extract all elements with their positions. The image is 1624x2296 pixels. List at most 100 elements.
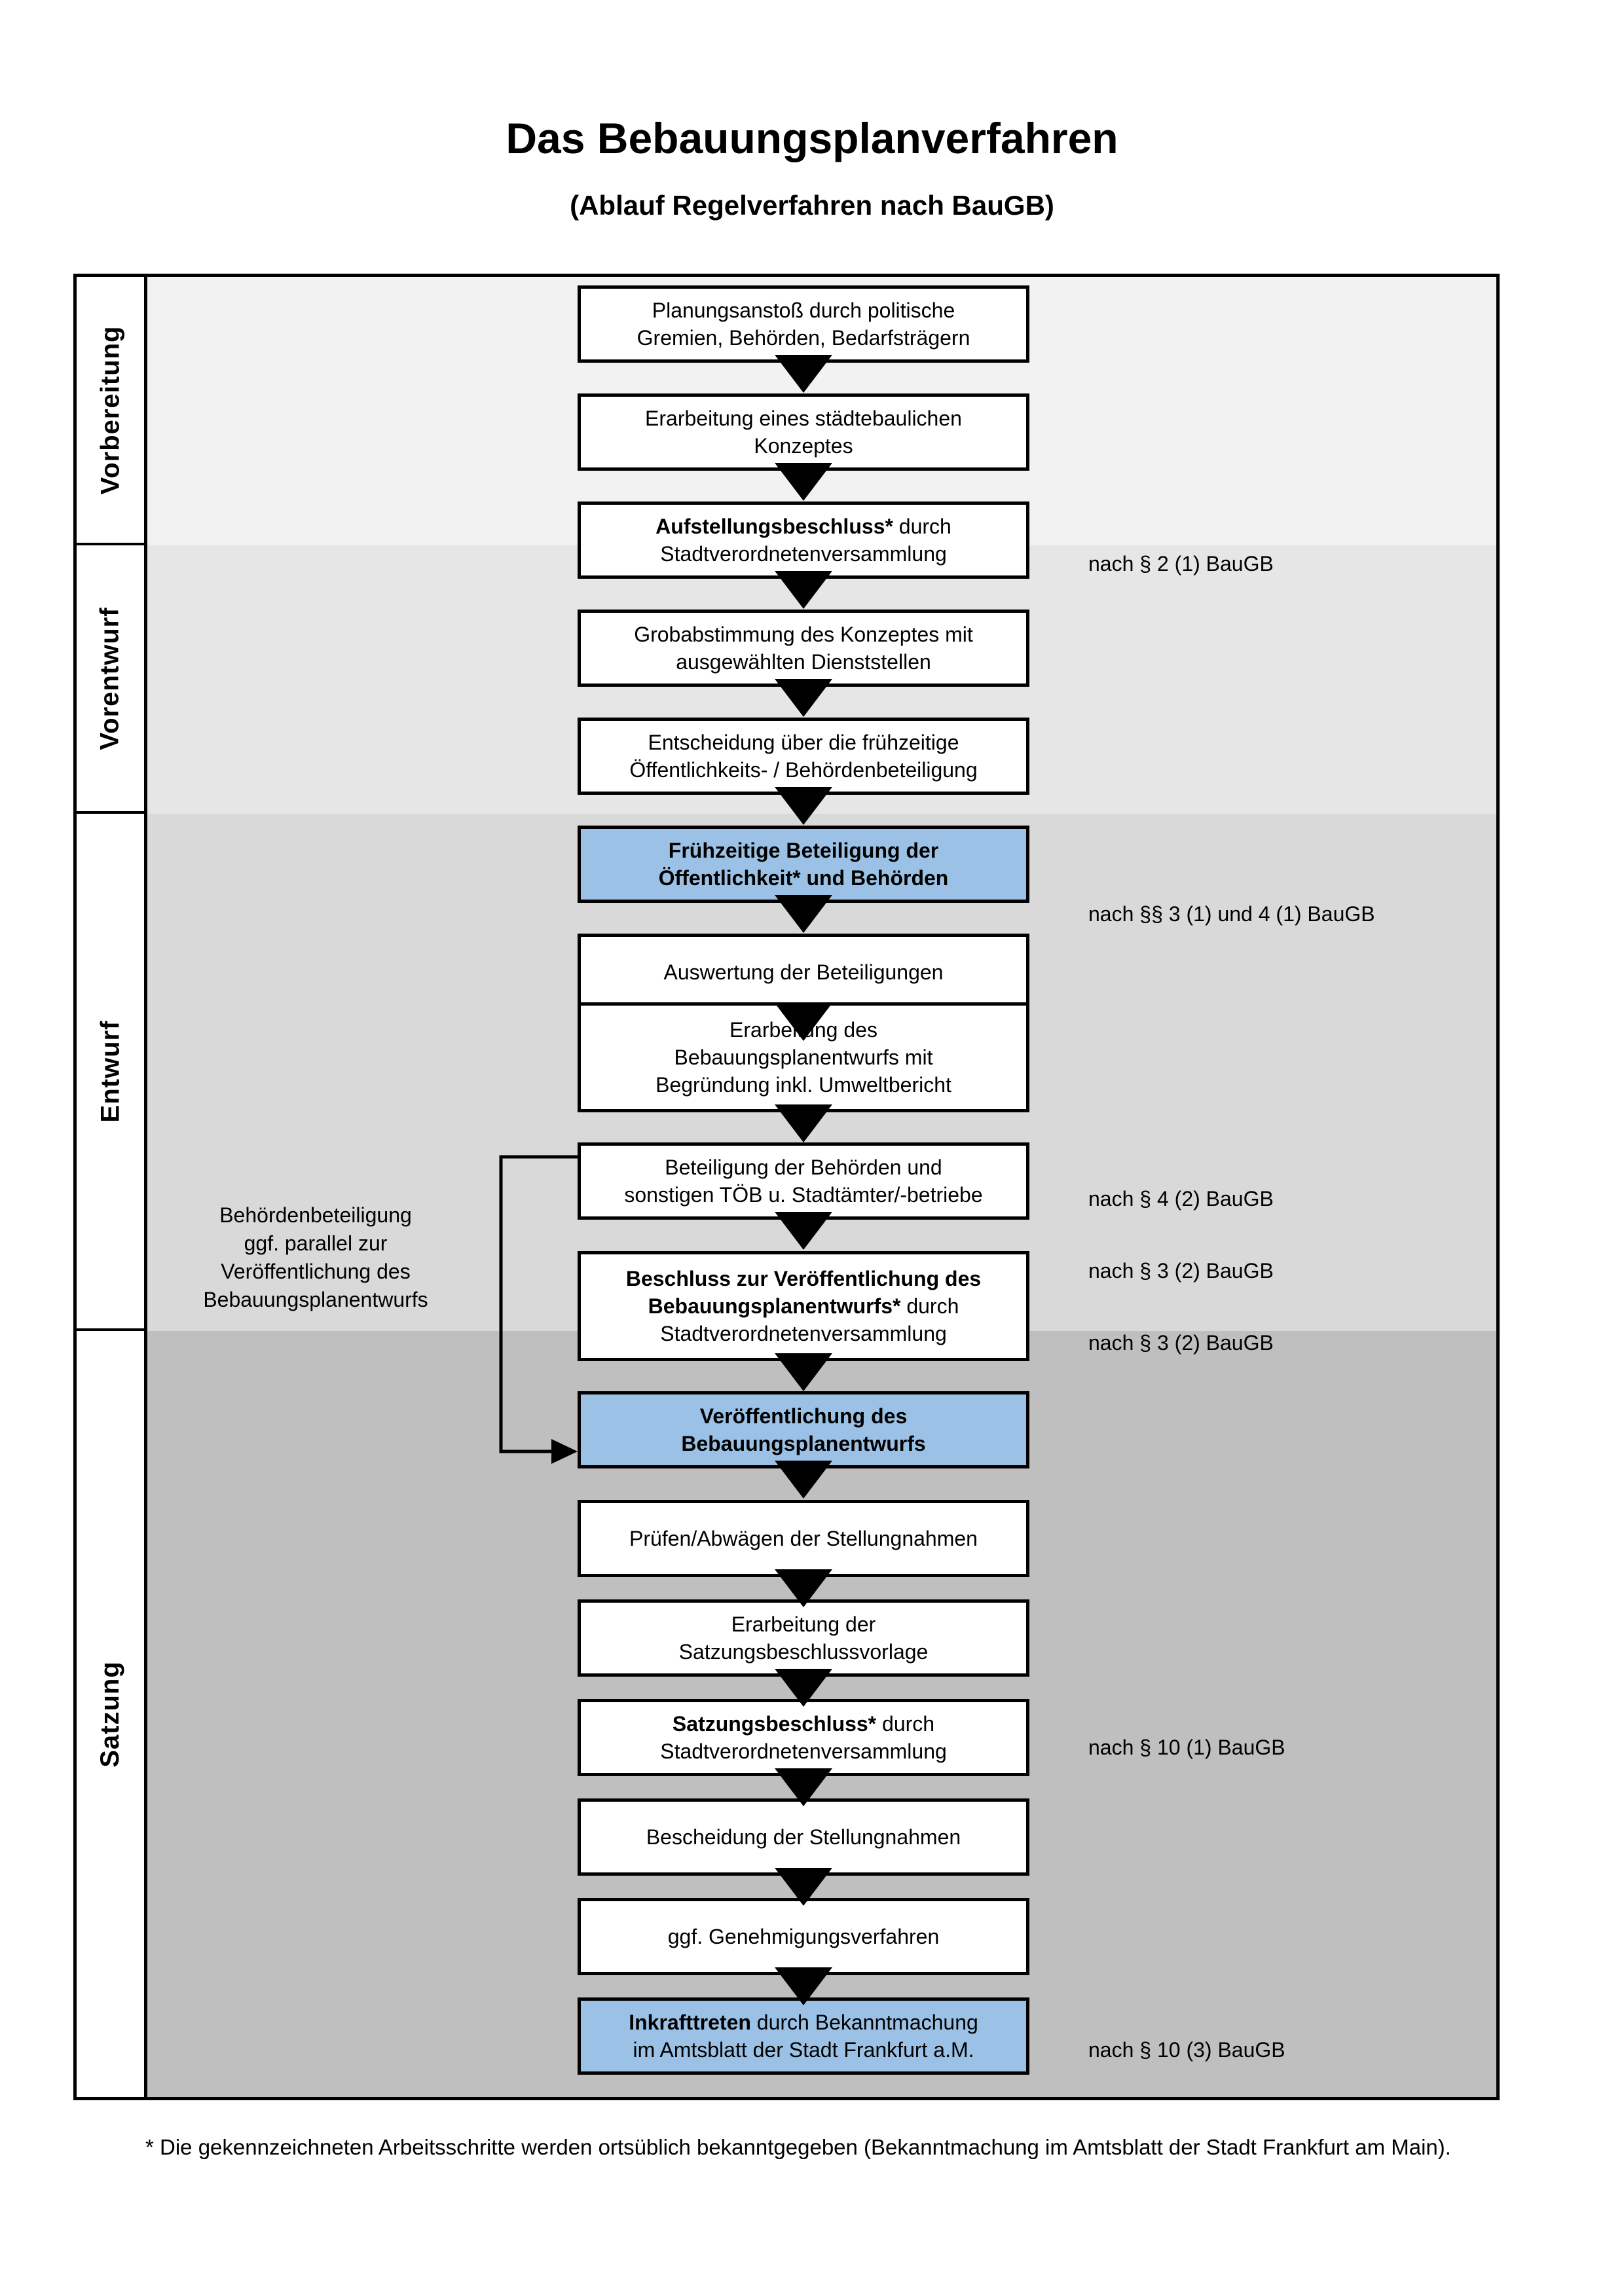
flow-step-line: Stadtverordnetenversammlung — [660, 1740, 947, 1763]
flow-step-line: Frühzeitige Beteiligung der — [668, 838, 939, 862]
flow-step-text: Beteiligung der Behörden und sonstigen TÖ… — [624, 1154, 982, 1209]
flow-step-text: Prüfen/Abwägen der Stellungnahmen — [629, 1525, 978, 1552]
arrow-down-icon — [775, 1569, 832, 1607]
flow-step-line: Bebauungsplanentwurfs mit — [674, 1045, 933, 1069]
flow-step-line: Inkrafttreten durch Bekanntmachung — [629, 2010, 978, 2034]
title-block: Das Bebauungsplanverfahren (Ablauf Regel… — [0, 115, 1624, 221]
arrow-down-icon — [775, 571, 832, 609]
legal-reference-r4: nach § 3 (2) BauGB — [1088, 1259, 1274, 1283]
phase-cell-vorbereitung: Vorbereitung — [77, 277, 144, 545]
arrow-down-icon — [775, 1868, 832, 1906]
arrow-down-icon — [775, 1003, 832, 1041]
flow-step-s4[interactable]: Grobabstimmung des Konzeptes mit ausgewäh… — [578, 610, 1029, 687]
flow-step-line: im Amtsblatt der Stadt Frankfurt a.M. — [633, 2038, 974, 2062]
arrow-down-icon — [775, 787, 832, 825]
feedback-loop-arrowhead-icon — [551, 1439, 578, 1464]
flow-step-text: Grobabstimmung des Konzeptes mit ausgewäh… — [634, 621, 973, 676]
flow-step-line: Satzungsbeschluss* durch — [672, 1711, 935, 1736]
flow-step-line: Auswertung der Beteiligungen — [663, 960, 944, 984]
flow-step-line: Bebauungsplanentwurfs — [681, 1432, 926, 1455]
flow-step-line: Beteiligung der Behörden und — [665, 1155, 942, 1179]
side-note-line: Veröffentlichung des — [221, 1259, 411, 1283]
flow-step-s16[interactable]: ggf. Genehmigungsverfahren — [578, 1898, 1029, 1975]
legal-reference-r3: nach § 4 (2) BauGB — [1088, 1187, 1274, 1211]
footnote: * Die gekennzeichneten Arbeitsschritte w… — [145, 2135, 1451, 2159]
flow-step-line: ausgewählten Dienststellen — [676, 650, 931, 674]
flow-step-line: Satzungsbeschlussvorlage — [678, 1640, 929, 1664]
side-note-line: Behördenbeteiligung — [219, 1203, 412, 1227]
flow-step-line: Begründung inkl. Umweltbericht — [655, 1073, 951, 1097]
arrow-down-icon — [775, 1768, 832, 1806]
flow-step-line: Bebauungsplanentwurfs* durch — [648, 1294, 959, 1318]
phase-cell-entwurf: Entwurf — [77, 814, 144, 1331]
legal-reference-r6: nach § 10 (1) BauGB — [1088, 1736, 1285, 1759]
flow-step-s12[interactable]: Prüfen/Abwägen der Stellungnahmen — [578, 1500, 1029, 1577]
flow-step-text: Bescheidung der Stellungnahmen — [646, 1823, 961, 1851]
flow-step-line: Öffentlichkeit* und Behörden — [658, 866, 949, 890]
flow-step-line: Erarbeitung eines städtebaulichen — [645, 406, 962, 430]
arrow-down-icon — [775, 679, 832, 717]
flow-step-line: Öffentlichkeits- / Behördenbeteiligung — [629, 758, 978, 782]
flow-step-line: Erarbeitung der — [731, 1612, 876, 1636]
flow-step-text: Auswertung der Beteiligungen — [664, 958, 944, 986]
side-note-line: Bebauungsplanentwurfs — [203, 1287, 428, 1311]
page-title: Das Bebauungsplanverfahren — [506, 114, 1118, 162]
flow-step-text: Inkrafttreten durch Bekanntmachung im Amt… — [629, 2009, 978, 2064]
flow-step-line: ggf. Genehmigungsverfahren — [667, 1924, 940, 1948]
arrow-down-icon — [775, 1669, 832, 1707]
flow-step-line: Gremien, Behörden, Bedarfsträgern — [637, 326, 970, 350]
legal-reference-r7: nach § 10 (3) BauGB — [1088, 2038, 1285, 2062]
arrow-down-icon — [775, 1461, 832, 1499]
flow-step-s7[interactable]: Auswertung der Beteiligungen — [578, 934, 1029, 1011]
flow-step-s9[interactable]: Beteiligung der Behörden und sonstigen TÖ… — [578, 1142, 1029, 1220]
flow-step-line: Prüfen/Abwägen der Stellungnahmen — [629, 1526, 978, 1550]
arrow-down-icon — [775, 1353, 832, 1391]
side-note-line: ggf. parallel zur — [244, 1231, 388, 1255]
flow-step-line: Planungsanstoß durch politische — [652, 298, 955, 322]
flow-step-line: Stadtverordnetenversammlung — [660, 542, 947, 566]
flow-step-s17[interactable]: Inkrafttreten durch Bekanntmachung im Amt… — [578, 1997, 1029, 2075]
flow-step-line: Stadtverordnetenversammlung — [660, 1322, 947, 1346]
arrow-down-icon — [775, 1967, 832, 2005]
arrow-down-icon — [775, 895, 832, 933]
flow-step-line: Konzeptes — [754, 434, 853, 458]
legal-reference-r2: nach §§ 3 (1) und 4 (1) BauGB — [1088, 902, 1375, 926]
legal-reference-r1: nach § 2 (1) BauGB — [1088, 552, 1274, 575]
arrow-down-icon — [775, 463, 832, 501]
flow-step-line: Aufstellungsbeschluss* durch — [655, 514, 951, 538]
flow-step-s15[interactable]: Bescheidung der Stellungnahmen — [578, 1798, 1029, 1876]
flow-step-line: Bescheidung der Stellungnahmen — [646, 1825, 961, 1849]
flow-step-line: Beschluss zur Veröffentlichung des — [625, 1266, 982, 1290]
flow-step-text: ggf. Genehmigungsverfahren — [668, 1923, 939, 1950]
flow-step-line: Grobabstimmung des Konzeptes mit — [634, 622, 973, 646]
flow-step-line: Entscheidung über die frühzeitige — [648, 730, 959, 754]
page-subtitle: (Ablauf Regelverfahren nach BauGB) — [570, 189, 1054, 221]
arrow-down-icon — [775, 1212, 832, 1250]
legal-reference-r5: nach § 3 (2) BauGB — [1088, 1331, 1274, 1355]
flow-step-line: Veröffentlichung des — [699, 1404, 908, 1428]
flow-step-line: sonstigen TÖB u. Stadtämter/-betriebe — [624, 1183, 983, 1207]
arrow-down-icon — [775, 1104, 832, 1142]
